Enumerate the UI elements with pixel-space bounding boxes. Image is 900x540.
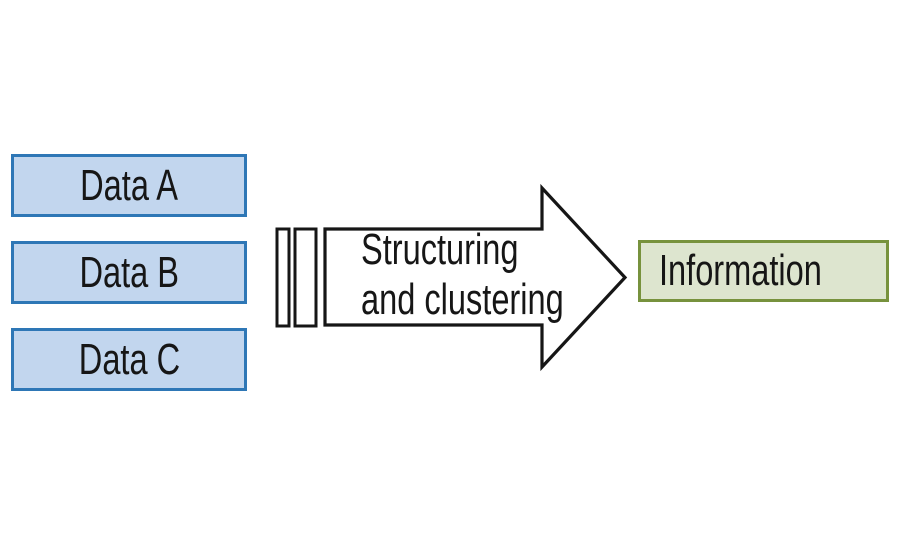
data-box-b: Data B	[11, 241, 247, 304]
information-box-label: Information	[659, 246, 822, 295]
data-box-a-label: Data A	[80, 160, 178, 210]
process-arrow-label-line-1: Structuring	[361, 225, 519, 274]
information-box: Information	[638, 240, 889, 302]
parallel-bar-2	[293, 227, 318, 328]
process-arrow-shape	[323, 183, 628, 372]
process-arrow-label: Structuring and clustering	[361, 225, 635, 325]
process-arrow-label-line-2: and clustering	[361, 275, 564, 324]
data-box-c-label: Data C	[78, 334, 180, 384]
data-box-b-label: Data B	[79, 247, 179, 297]
data-box-a: Data A	[11, 154, 247, 217]
data-box-c: Data C	[11, 328, 247, 391]
parallel-bar-1	[275, 227, 291, 328]
